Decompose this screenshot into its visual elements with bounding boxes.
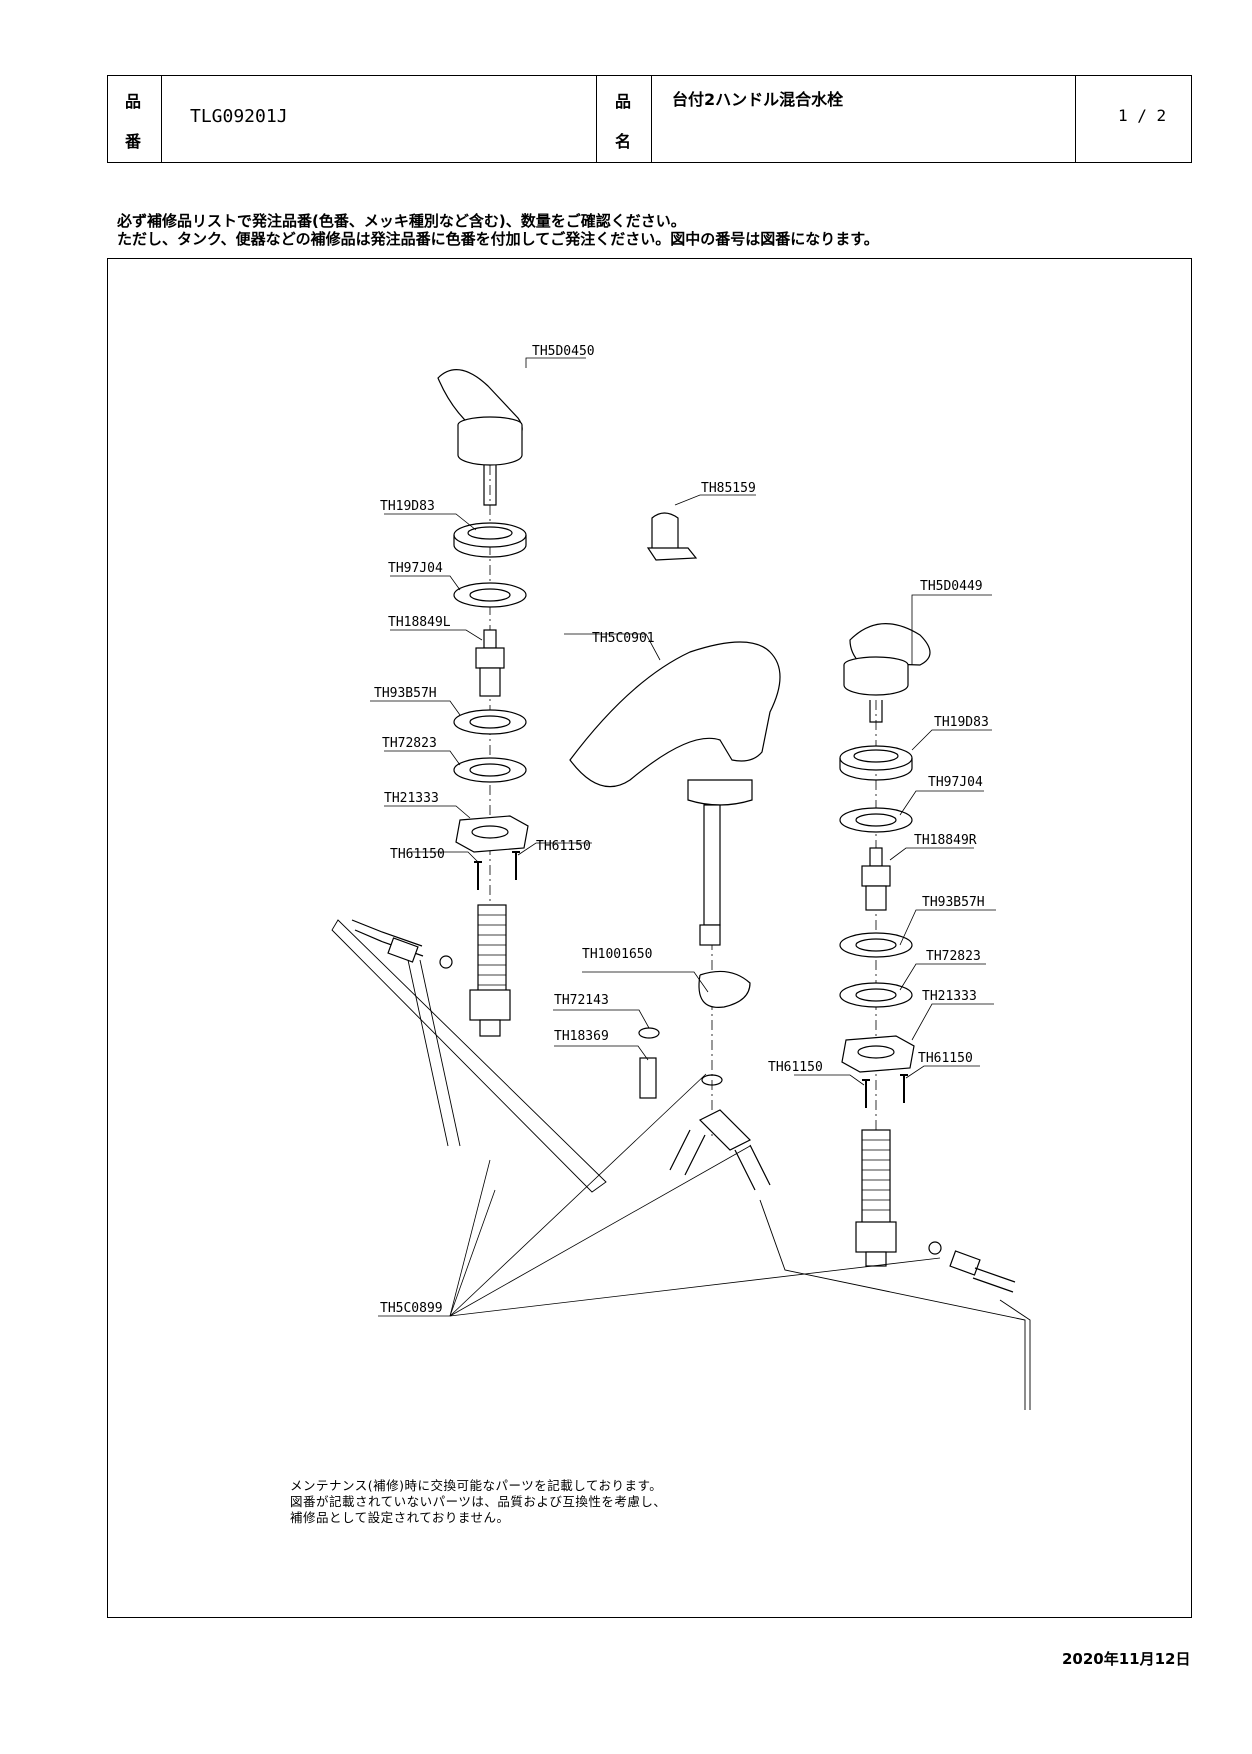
label-TH61150-left-2: TH61150 (536, 839, 591, 854)
label-TH97J04-left: TH97J04 (388, 561, 443, 576)
label-TH61150-left-1: TH61150 (390, 847, 445, 862)
notice-line-2: ただし、タンク、便器などの補修品は発注品番に色番を付加してご発注ください。図中の… (117, 230, 879, 248)
spout (569, 641, 781, 946)
page-cell: 1 / 2 (1076, 76, 1191, 162)
label-TH72823-right: TH72823 (926, 949, 981, 964)
label-TH61150-right-1: TH61150 (768, 1060, 823, 1075)
name-label-1: 品 (615, 92, 632, 111)
diagram-frame (107, 258, 1192, 1618)
footnote-line-2: 図番が記載されていないパーツは、品質および互換性を考慮し、 (290, 1494, 667, 1509)
label-TH5D0450: TH5D0450 (532, 344, 595, 359)
header-table: 品 番 TLG09201J 品 名 台付2ハンドル混合水栓 1 / 2 (107, 75, 1192, 163)
right-handle (843, 623, 931, 723)
footnote: メンテナンス(補修)時に交換可能なパーツを記載しております。 図番が記載されてい… (290, 1478, 666, 1526)
label-TH19D83-left: TH19D83 (380, 499, 435, 514)
page-number: 1 / 2 (1118, 106, 1167, 125)
label-TH21333-right: TH21333 (922, 989, 977, 1004)
label-TH93B57H-right: TH93B57H (922, 895, 985, 910)
label-TH18369: TH18369 (554, 1029, 609, 1044)
label-TH1001650: TH1001650 (582, 947, 652, 962)
part-no-label-1: 品 (125, 92, 142, 111)
label-TH61150-right-2: TH61150 (918, 1051, 973, 1066)
label-TH72143: TH72143 (554, 993, 609, 1008)
label-TH93B57H-left: TH93B57H (374, 686, 437, 701)
left-handle (437, 369, 523, 506)
label-TH97J04-right: TH97J04 (928, 775, 983, 790)
product-name-cell: 台付2ハンドル混合水栓 (652, 76, 1076, 162)
name-label-cell: 品 名 (597, 76, 652, 162)
label-TH19D83-right: TH19D83 (934, 715, 989, 730)
footnote-line-1: メンテナンス(補修)時に交換可能なパーツを記載しております。 (290, 1478, 663, 1493)
label-TH72823-left: TH72823 (382, 736, 437, 751)
issue-date: 2020年11月12日 (1062, 1650, 1191, 1668)
part-no-label-2: 番 (125, 132, 142, 151)
label-TH5D0449: TH5D0449 (920, 579, 983, 594)
label-TH18849R: TH18849R (914, 833, 977, 848)
label-TH5C0899: TH5C0899 (380, 1301, 443, 1316)
notice-line-1: 必ず補修品リストで発注品番(色番、メッキ種別など含む)、数量をご確認ください。 (117, 212, 686, 230)
product-name: 台付2ハンドル混合水栓 (672, 90, 844, 109)
notice: 必ず補修品リストで発注品番(色番、メッキ種別など含む)、数量をご確認ください。 … (117, 212, 879, 248)
part-no-label-cell: 品 番 (108, 76, 162, 162)
part-number: TLG09201J (190, 106, 288, 127)
part-no-cell: TLG09201J (162, 76, 597, 162)
footnote-line-3: 補修品として設定されておりません。 (290, 1510, 510, 1525)
label-TH21333-left: TH21333 (384, 791, 439, 806)
label-TH85159: TH85159 (701, 481, 756, 496)
label-TH5C0901: TH5C0901 (592, 631, 655, 646)
name-label-2: 名 (615, 132, 632, 151)
label-TH18849L: TH18849L (388, 615, 451, 630)
